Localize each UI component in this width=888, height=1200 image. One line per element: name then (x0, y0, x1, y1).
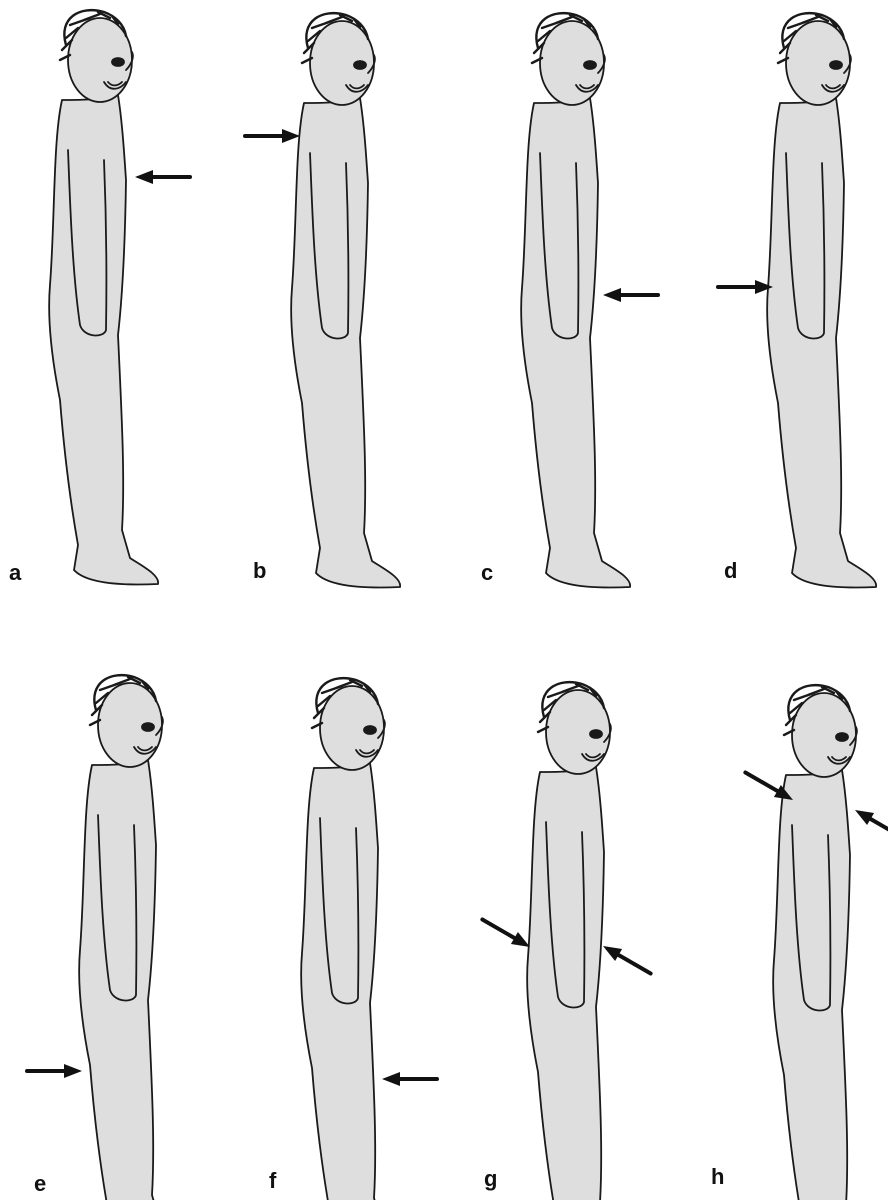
person-figure-e (79, 675, 188, 1200)
person-figure-g (527, 682, 636, 1200)
person-figure-d (767, 13, 876, 587)
person-figure-f (301, 678, 410, 1200)
arrow-icon-g-2 (600, 940, 655, 980)
arrow-icon-g-1 (479, 913, 534, 953)
arrow-icon-a (135, 170, 190, 184)
panel-label-d: d (724, 560, 737, 582)
person-figure-h (773, 685, 882, 1200)
panel-label-b: b (253, 560, 266, 582)
panel-label-a: a (9, 562, 21, 584)
arrow-icon-c (603, 288, 658, 302)
panel-label-g: g (484, 1168, 497, 1190)
person-figure-b (291, 13, 400, 587)
arrow-icon-e (27, 1064, 82, 1078)
panel-label-h: h (711, 1166, 724, 1188)
arrow-icon-d (718, 280, 773, 294)
arrow-icon-h-2 (852, 804, 888, 844)
panel-label-c: c (481, 562, 493, 584)
person-figure-a (49, 10, 158, 584)
person-figure-c (521, 13, 630, 587)
panel-label-f: f (269, 1170, 276, 1192)
panel-label-e: e (34, 1173, 46, 1195)
arrow-icon-f (382, 1072, 437, 1086)
arrow-icon-b (245, 129, 300, 143)
